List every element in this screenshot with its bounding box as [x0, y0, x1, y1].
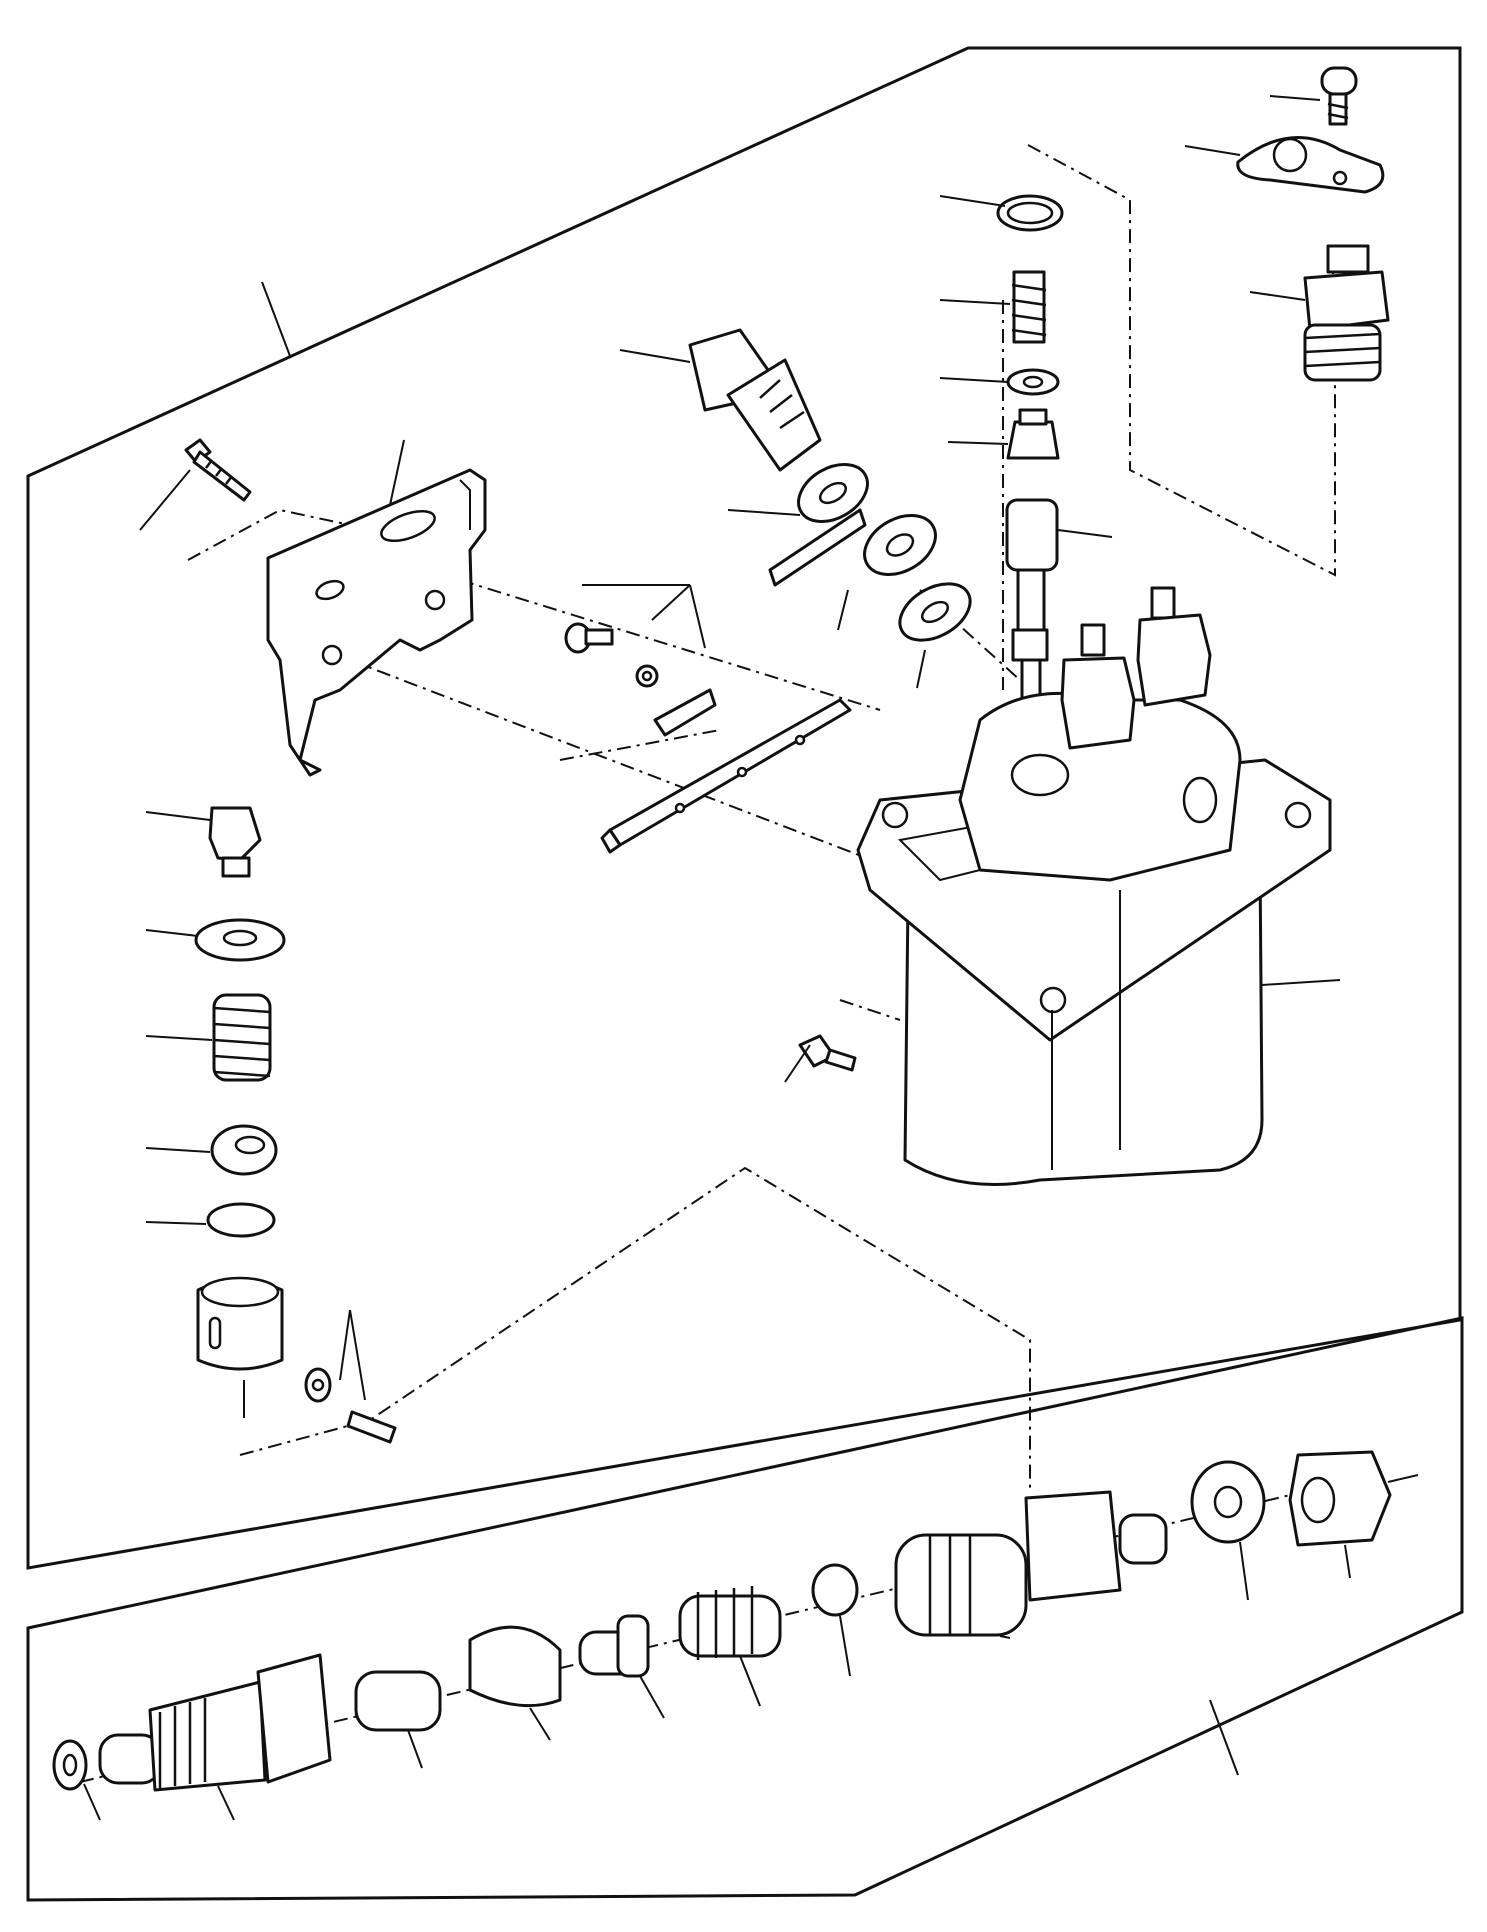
solenoid-assembly-panel	[26, 46, 1462, 1570]
holder-nut	[1288, 1450, 1392, 1547]
group-leader-bottom	[1209, 1699, 1239, 1776]
banjo-bolt	[688, 328, 822, 472]
stop-disc	[206, 1202, 276, 1238]
mounting-bracket	[266, 468, 487, 777]
stop-washer	[194, 918, 286, 962]
check-valve-sleeve	[354, 1670, 442, 1732]
mounting-rail	[600, 698, 852, 854]
check-valve-panel	[26, 1316, 1464, 1902]
spring-retainer	[210, 1124, 278, 1176]
housing-screw	[798, 1034, 857, 1072]
check-valve-seal	[52, 1739, 88, 1791]
stop-pin-and-washer	[304, 1367, 397, 1444]
rail-screw-washer-clip	[564, 622, 717, 737]
check-valve-cone	[468, 1625, 562, 1708]
banjo-washer-upper	[797, 463, 869, 523]
bracket-screw	[184, 438, 252, 502]
check-valve-body	[98, 1653, 332, 1792]
banjo-washer-lower	[898, 582, 972, 642]
check-valve-plunger	[578, 1614, 650, 1678]
plunger-spring	[1011, 270, 1047, 344]
check-valve-spring	[678, 1586, 782, 1660]
o-ring	[996, 194, 1064, 232]
solenoid-terminal-right	[1136, 586, 1212, 707]
check-valve-disc	[811, 1563, 859, 1617]
banjo-union	[768, 508, 937, 587]
solenoid-body	[856, 691, 1341, 1186]
solenoid-terminal-left	[1060, 623, 1136, 750]
terminal-nut-fitting	[1303, 244, 1390, 382]
holder-washer	[1190, 1460, 1266, 1544]
stop-spring	[212, 993, 272, 1082]
lever-plate	[1236, 136, 1385, 194]
stop-cap	[208, 806, 262, 878]
spring-washer	[1006, 368, 1060, 396]
lever-screw	[1320, 66, 1358, 126]
plunger	[1005, 498, 1059, 702]
group-leader-top	[261, 281, 291, 357]
check-valve-holder	[894, 1490, 1168, 1637]
plunger-seat	[1006, 408, 1060, 460]
stop-sleeve	[196, 1276, 284, 1371]
